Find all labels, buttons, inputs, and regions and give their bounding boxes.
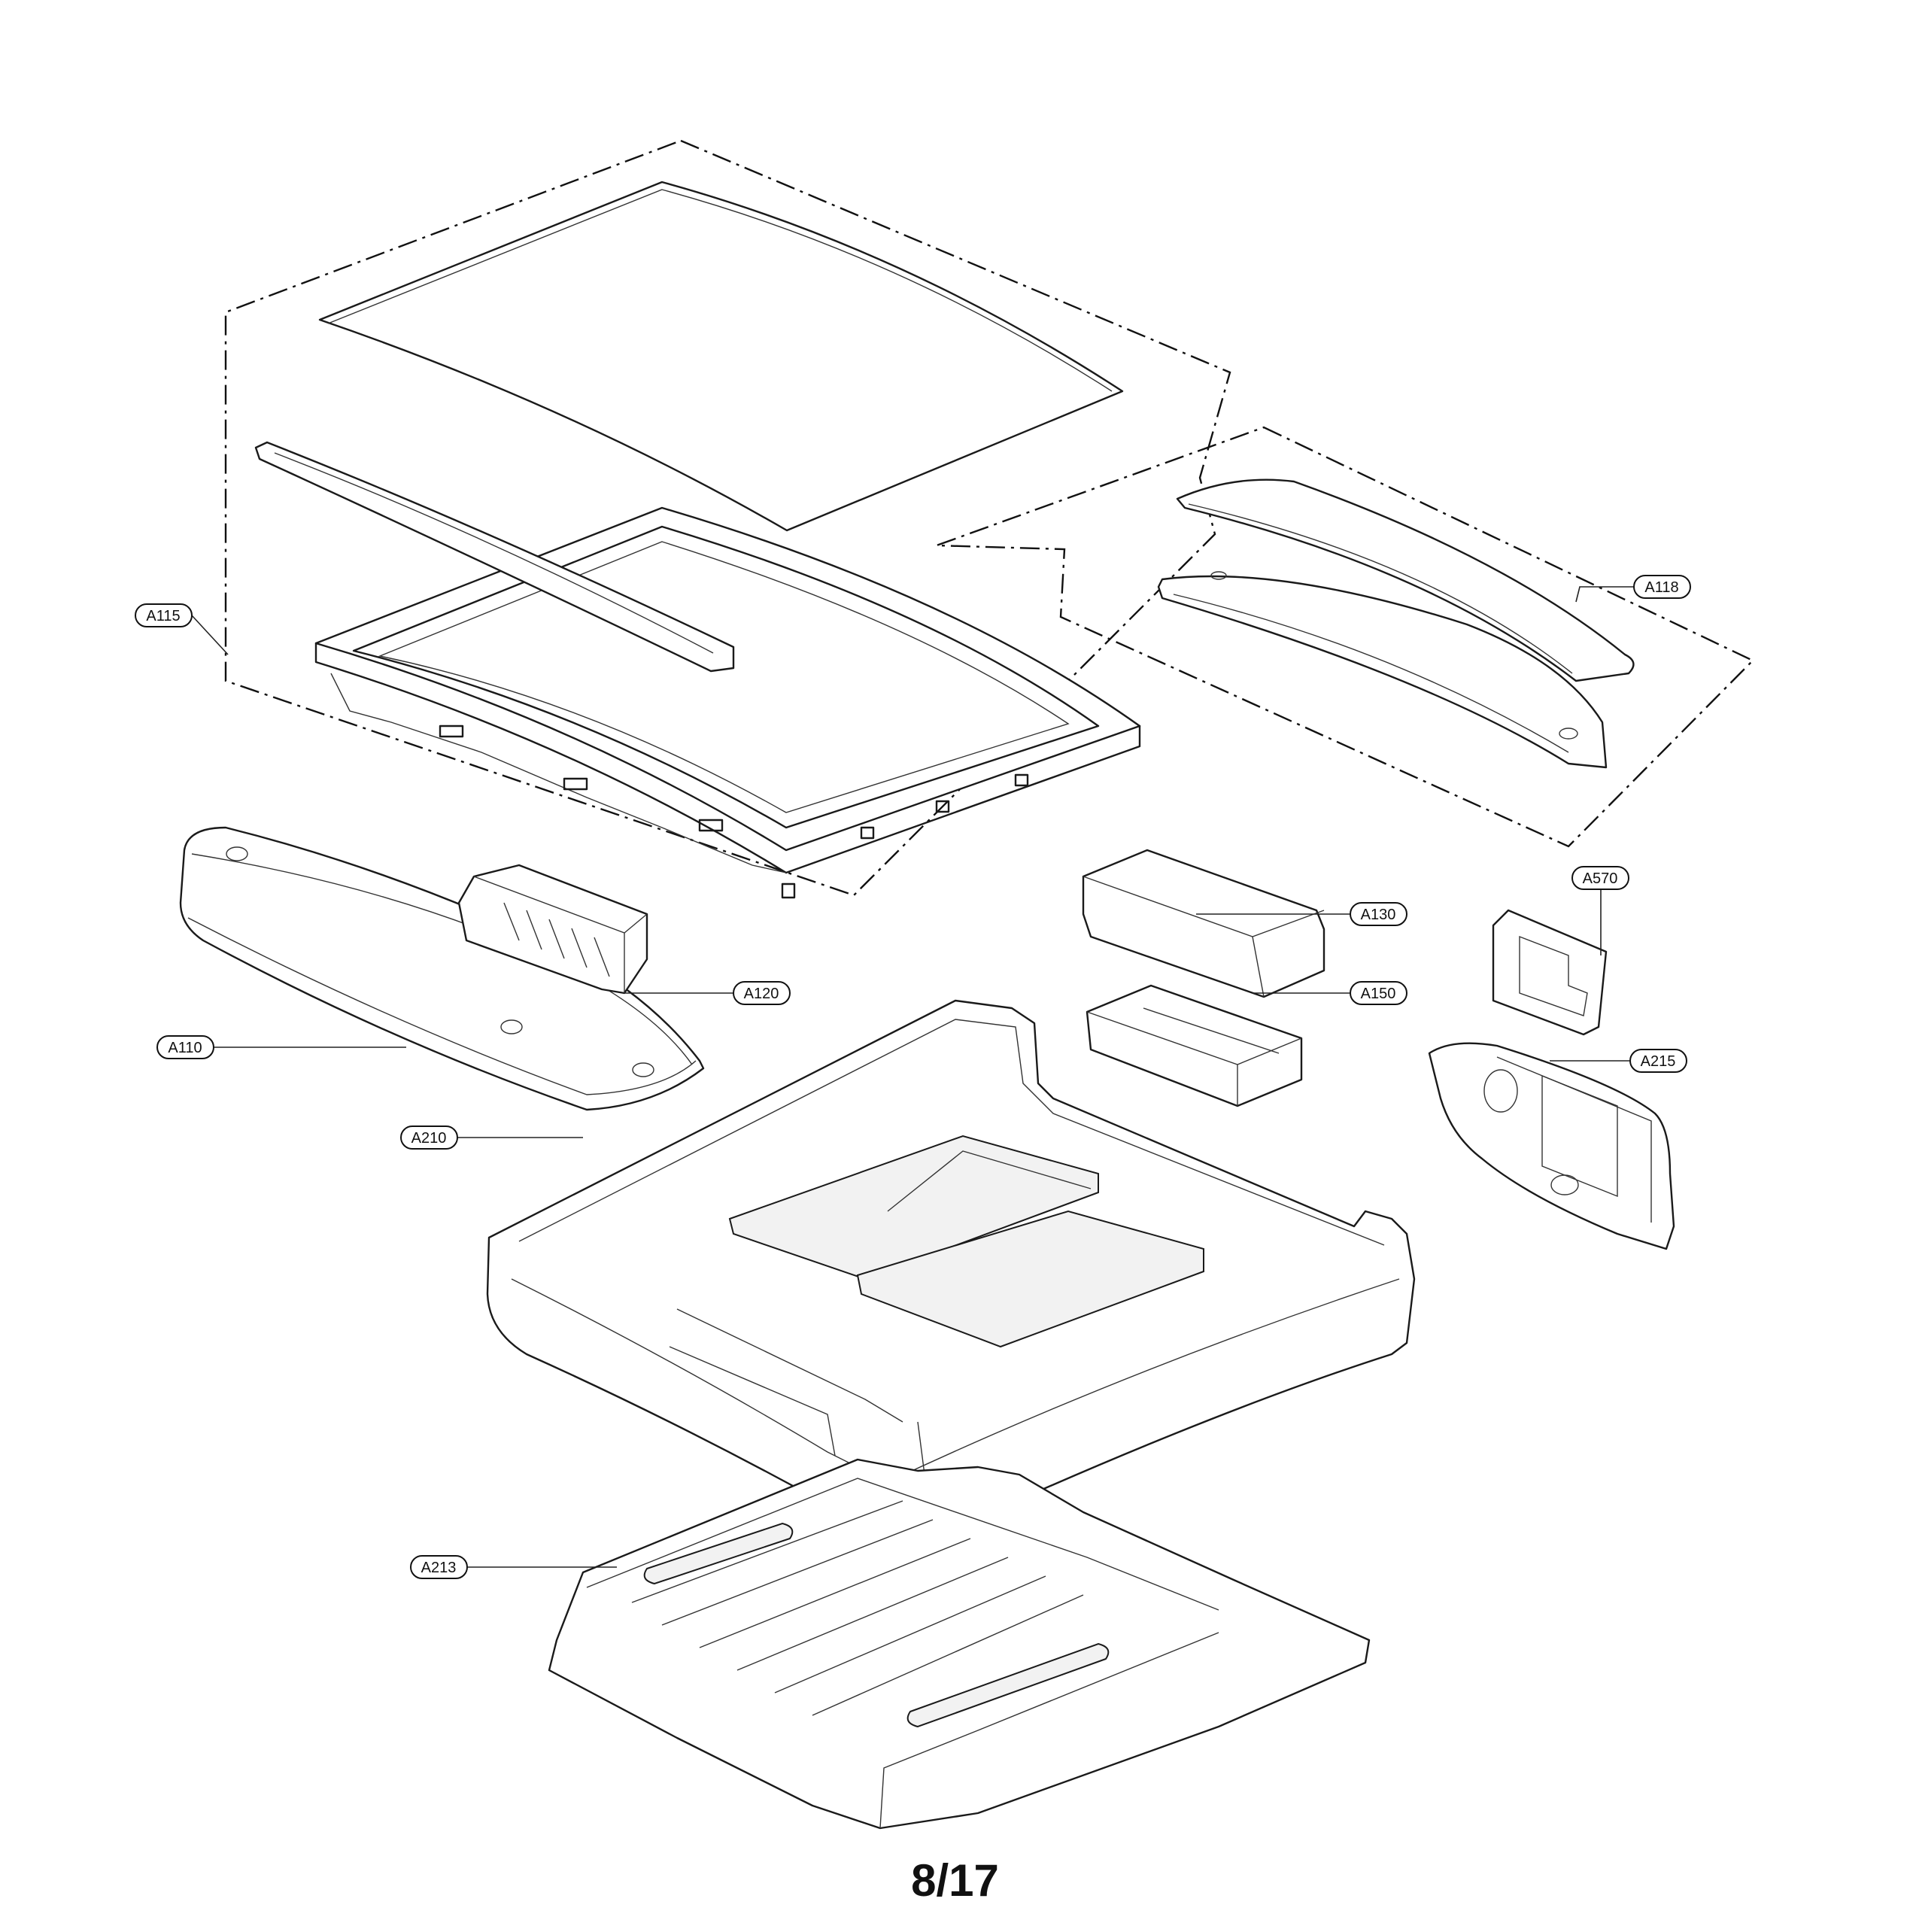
- lid-handle-strip: [254, 441, 735, 673]
- lid-glass-panel: [318, 181, 1124, 532]
- svg-text:A110: A110: [168, 1040, 202, 1056]
- base-plate-slot-1: [643, 1522, 794, 1585]
- control-cover-top: [1176, 478, 1635, 682]
- control-cover-frame: [1157, 575, 1608, 769]
- leader-lines: [191, 586, 1634, 1568]
- svg-text:A215: A215: [1641, 1053, 1676, 1070]
- svg-text:A150: A150: [1361, 986, 1396, 1002]
- callout-a118: A118: [1633, 575, 1691, 599]
- leader-a118: [1575, 586, 1634, 603]
- svg-text:A570: A570: [1583, 870, 1618, 887]
- callout-a110: A110: [156, 1035, 214, 1059]
- svg-text:A130: A130: [1361, 907, 1396, 923]
- svg-text:A118: A118: [1644, 579, 1678, 596]
- leader-a115: [191, 615, 229, 655]
- control-cover-boundary: [936, 426, 1755, 848]
- callout-a210: A210: [400, 1125, 458, 1150]
- callout-a150: A150: [1350, 981, 1407, 1005]
- callout-a115: A115: [135, 603, 193, 627]
- pcb-holder-tray: [1086, 984, 1303, 1107]
- base-inner-pocket-2: [856, 1210, 1204, 1348]
- bracket-plate: [1492, 909, 1608, 1036]
- callout-a130: A130: [1350, 902, 1407, 926]
- rear-control-housing: [1428, 1042, 1675, 1250]
- callout-a215: A215: [1629, 1049, 1687, 1073]
- page-number: 8/17: [911, 1855, 999, 1906]
- svg-text:A115: A115: [146, 608, 180, 624]
- svg-text:A213: A213: [421, 1560, 457, 1576]
- svg-text:A210: A210: [411, 1130, 447, 1147]
- callout-a213: A213: [410, 1555, 468, 1579]
- base-plate-slot-2: [906, 1642, 1110, 1728]
- base-inner-pocket-1: [728, 1135, 1099, 1280]
- bottom-base-plate: [548, 1458, 1371, 1830]
- control-cover-group: [936, 426, 1755, 848]
- svg-text:A120: A120: [744, 986, 779, 1002]
- lid-assembly-group: [224, 139, 1231, 899]
- main-pcb-box: [1082, 849, 1325, 998]
- lid-frame-clips: [439, 724, 1029, 899]
- callout-a120: A120: [733, 981, 791, 1005]
- callout-a570: A570: [1571, 866, 1629, 890]
